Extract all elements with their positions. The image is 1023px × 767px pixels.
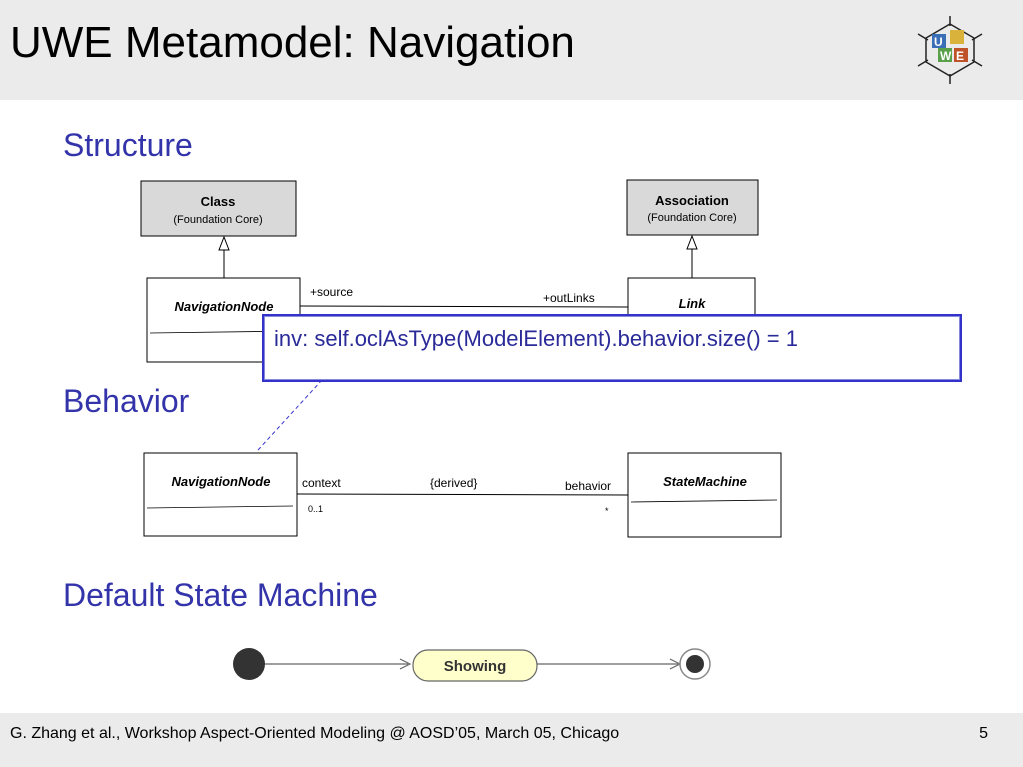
page-number: 5 (979, 725, 988, 742)
ocl-constraint-note: inv: self.oclAsType(ModelElement).behavi… (262, 314, 962, 382)
section-default-state-machine: Default State Machine (63, 577, 378, 613)
initial-state (233, 648, 265, 680)
behavior-navigation-node-name: NavigationNode (172, 474, 271, 489)
navigation-node-name: NavigationNode (175, 299, 274, 314)
association-package: (Foundation Core) (647, 212, 736, 224)
logo-letter-w: W (940, 49, 952, 63)
showing-state-label: Showing (444, 658, 507, 675)
navigation-node-box-behavior: NavigationNode (143, 452, 298, 537)
source-role-label: +source (310, 285, 353, 299)
footer-citation: G. Zhang et al., Workshop Aspect-Oriente… (10, 725, 620, 742)
class-box: Class (Foundation Core) (140, 180, 297, 237)
logo-letter-e: E (956, 49, 964, 63)
class-package: (Foundation Core) (173, 214, 262, 226)
section-structure: Structure (63, 127, 193, 163)
derived-label: {derived} (430, 476, 477, 490)
context-multiplicity: 0..1 (308, 504, 323, 514)
slide-header: UWE Metamodel: Navigation U W E (0, 0, 1023, 100)
class-name: Class (201, 194, 236, 209)
outlinks-role-label: +outLinks (543, 291, 595, 305)
association-box: Association (Foundation Core) (626, 179, 759, 236)
source-association-line (299, 305, 629, 308)
slide-title: UWE Metamodel: Navigation (10, 18, 575, 67)
constraint-connector (257, 379, 323, 451)
behavior-multiplicity: * (605, 506, 609, 516)
association-name: Association (655, 193, 729, 208)
context-role-label: context (302, 476, 341, 490)
behavior-role-label: behavior (565, 479, 611, 493)
slide-footer: G. Zhang et al., Workshop Aspect-Oriente… (0, 713, 1023, 767)
generalization-arrows (218, 234, 698, 278)
state-machine-box: StateMachine (627, 452, 782, 538)
link-box: Link (627, 277, 756, 319)
section-behavior: Behavior (63, 383, 190, 419)
default-state-machine: Showing (233, 648, 711, 682)
logo-letter-u: U (934, 35, 943, 49)
showing-state (412, 649, 538, 682)
state-machine-name: StateMachine (663, 474, 747, 489)
behavior-association-line (296, 493, 629, 496)
uwe-logo: U W E (917, 16, 983, 84)
link-name: Link (679, 296, 706, 311)
ocl-constraint-text: inv: self.oclAsType(ModelElement).behavi… (274, 326, 798, 351)
